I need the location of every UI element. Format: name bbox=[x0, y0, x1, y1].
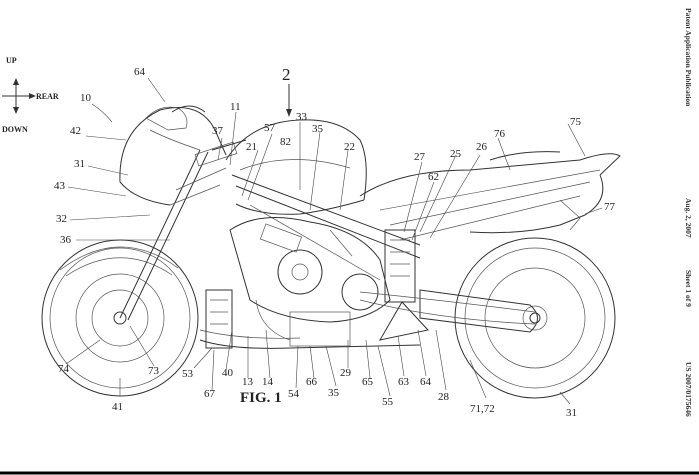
ref-77: 77 bbox=[604, 201, 616, 213]
ref-32: 32 bbox=[56, 213, 67, 225]
front-fairing bbox=[120, 106, 226, 205]
ref-40: 40 bbox=[222, 367, 234, 379]
ref-13: 13 bbox=[242, 376, 254, 388]
ref-26: 26 bbox=[476, 141, 488, 153]
direction-arrows: UP REAR DOWN 10 bbox=[2, 56, 112, 134]
ref-10: 10 bbox=[80, 92, 92, 104]
ref-55: 55 bbox=[382, 396, 394, 408]
ref-76: 76 bbox=[494, 128, 506, 140]
ref-63: 63 bbox=[398, 376, 410, 388]
up-label: UP bbox=[6, 56, 17, 65]
ref-54: 54 bbox=[288, 388, 300, 400]
side-number: US 2007/0175646 bbox=[684, 362, 693, 417]
rear-linkage bbox=[380, 230, 428, 340]
rear-label: REAR bbox=[36, 92, 59, 101]
side-header: Patent Application Publication Aug. 2, 2… bbox=[684, 8, 693, 417]
ref-62: 62 bbox=[428, 171, 439, 183]
ref-36: 36 bbox=[60, 234, 72, 246]
ref-67: 67 bbox=[204, 388, 216, 400]
ref-11: 11 bbox=[230, 101, 241, 113]
ref-64-bottom: 64 bbox=[420, 376, 432, 388]
ref-65: 65 bbox=[362, 376, 374, 388]
ref-74: 74 bbox=[58, 363, 70, 375]
ref-64: 64 bbox=[134, 66, 146, 78]
exhaust bbox=[200, 290, 420, 348]
figure-label: FIG. 1 bbox=[240, 390, 282, 406]
ref-22: 22 bbox=[344, 141, 355, 153]
ref-31-front: 31 bbox=[74, 158, 85, 170]
ref-33: 33 bbox=[296, 111, 308, 123]
ref-25: 25 bbox=[450, 148, 462, 160]
leader-lines bbox=[66, 78, 602, 404]
ref-75: 75 bbox=[570, 116, 582, 128]
ref-28: 28 bbox=[438, 391, 450, 403]
ref-66: 66 bbox=[306, 376, 318, 388]
swing-arm bbox=[360, 290, 538, 332]
ref-35-top: 35 bbox=[312, 123, 324, 135]
down-label: DOWN bbox=[2, 125, 28, 134]
ref-73: 73 bbox=[148, 365, 160, 377]
front-fork bbox=[120, 140, 246, 320]
ref-35-bottom: 35 bbox=[328, 387, 340, 399]
ref-82: 82 bbox=[280, 136, 291, 148]
ref-42: 42 bbox=[70, 125, 81, 137]
ref-37: 37 bbox=[212, 125, 224, 137]
ref-21: 21 bbox=[246, 141, 257, 153]
ref-43: 43 bbox=[54, 180, 66, 192]
seat-and-tail bbox=[360, 152, 620, 240]
side-publication: Patent Application Publication bbox=[684, 8, 693, 107]
ref-29: 29 bbox=[340, 367, 352, 379]
side-sheet: Sheet 1 of 9 bbox=[684, 270, 693, 307]
ref-2: 2 bbox=[282, 65, 291, 84]
ref-71-72: 71,72 bbox=[470, 403, 495, 415]
ref-57: 57 bbox=[264, 122, 276, 134]
section-arrow: 2 bbox=[282, 65, 292, 117]
side-date: Aug. 2, 2007 bbox=[684, 198, 693, 238]
ref-41: 41 bbox=[112, 401, 123, 413]
rear-wheel bbox=[455, 238, 615, 398]
ref-14: 14 bbox=[262, 376, 274, 388]
ref-27: 27 bbox=[414, 151, 426, 163]
ref-53: 53 bbox=[182, 368, 194, 380]
ref-31-rear: 31 bbox=[566, 407, 577, 419]
